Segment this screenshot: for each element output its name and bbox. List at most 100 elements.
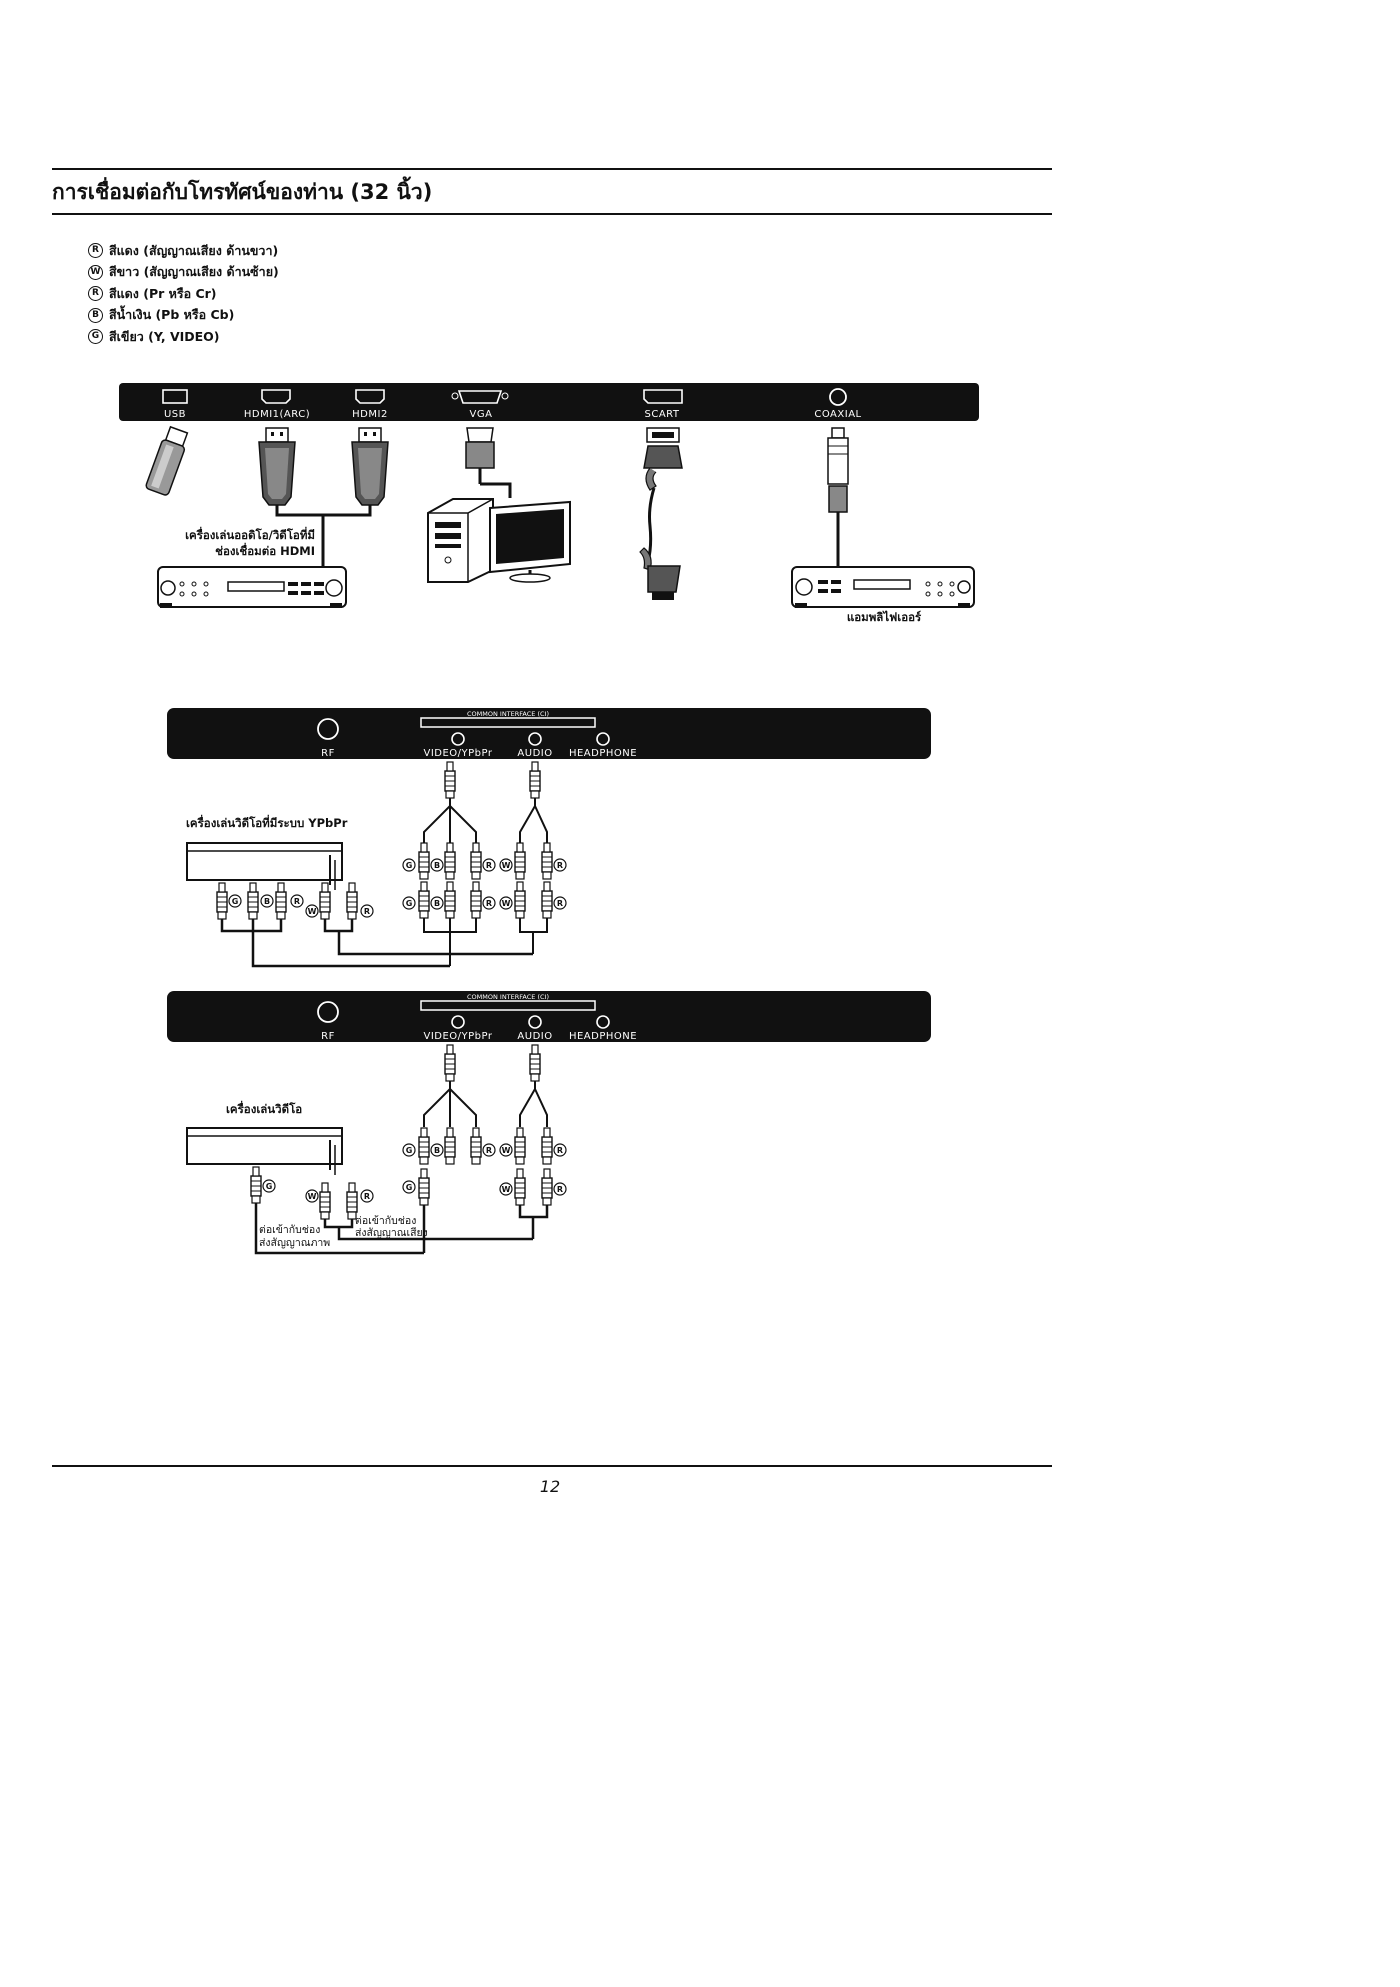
- hdmi-device-label-line1: เครื่องเล่นออดิโอ/วิดีโอที่มี: [185, 526, 315, 542]
- rf-label: RF: [321, 748, 335, 759]
- tag-g: G: [406, 1146, 413, 1155]
- tag-g: G: [232, 897, 239, 906]
- footer-rule: [52, 1465, 1052, 1467]
- headphone-port-icon: [596, 1015, 610, 1029]
- tag-w: W: [308, 907, 317, 916]
- connection-diagram: USB HDMI1(ARC) HDMI2 VGA SCART COAXIAL เ…: [52, 383, 1052, 1467]
- legend-text: สีน้ำเงิน (Pb หรือ Cb): [109, 307, 235, 323]
- audio-note-line2: ส่งสัญญาณเสียง: [355, 1226, 428, 1239]
- video-port-icon: [451, 1015, 465, 1029]
- amplifier-label: แอมพลิไฟเออร์: [847, 610, 922, 624]
- ypbpr-color-tags: G B R W R G B R W R G B R W R: [228, 858, 567, 918]
- tag-r: R: [557, 899, 563, 908]
- headphone-port-icon: [596, 732, 610, 746]
- tv-rear-panel-ypbpr: [167, 708, 931, 759]
- video-port-icon: [451, 732, 465, 746]
- rf-port-icon: [317, 718, 339, 740]
- legend-badge: B: [88, 307, 103, 323]
- tag-b: B: [264, 897, 270, 906]
- tag-r: R: [364, 907, 370, 916]
- headphone-label: HEADPHONE: [569, 748, 637, 759]
- rf-label: RF: [321, 1031, 335, 1042]
- coaxial-cable-icon: [827, 427, 849, 568]
- composite-color-tags: G B R W R G W R G W R: [262, 1143, 567, 1203]
- tag-g: G: [266, 1182, 273, 1191]
- vga-cable-icon: [465, 427, 512, 498]
- port-label-coaxial: COAXIAL: [814, 409, 861, 420]
- hdmi-cable-icon: [258, 427, 389, 568]
- port-label-usb: USB: [164, 409, 186, 420]
- port-label-hdmi2: HDMI2: [352, 409, 388, 420]
- color-legend: R สีแดง (สัญญาณเสียง ด้านขวา) W สีขาว (สัญ…: [88, 240, 279, 348]
- video-label: VIDEO/YPbPr: [423, 748, 492, 759]
- scart-port-icon: [643, 389, 683, 404]
- ci-label: COMMON INTERFACE (CI): [467, 993, 549, 1001]
- tag-r: R: [486, 1146, 492, 1155]
- ypbpr-player-icon: [186, 842, 343, 890]
- tag-g: G: [406, 861, 413, 870]
- hdmi1-port-icon: [261, 389, 291, 404]
- amplifier-icon: [791, 566, 975, 608]
- tag-w: W: [502, 861, 511, 870]
- video-player-label: เครื่องเล่นวิดีโอ: [226, 1100, 302, 1116]
- tag-b: B: [434, 1146, 440, 1155]
- legend-item: W สีขาว (สัญญาณเสียง ด้านซ้าย): [88, 262, 279, 284]
- tag-b: B: [434, 861, 440, 870]
- usb-stick-icon: [145, 425, 189, 496]
- tag-w: W: [502, 899, 511, 908]
- port-label-hdmi1: HDMI1(ARC): [244, 409, 310, 420]
- hdmi2-port-icon: [355, 389, 385, 404]
- tag-r: R: [294, 897, 300, 906]
- legend-item: B สีน้ำเงิน (Pb หรือ Cb): [88, 305, 279, 327]
- coaxial-port-icon: [829, 388, 847, 406]
- legend-text: สีเขียว (Y, VIDEO): [109, 328, 220, 344]
- page-title: การเชื่อมต่อกับโทรทัศน์ของท่าน (32 นิ้ว): [52, 180, 433, 204]
- tag-r: R: [557, 1146, 563, 1155]
- tv-rear-panel-video: [167, 991, 931, 1042]
- port-label-vga: VGA: [470, 409, 493, 420]
- legend-badge: G: [88, 329, 103, 345]
- video-player-icon: [186, 1127, 343, 1175]
- legend-badge: W: [88, 264, 103, 280]
- video-note-line1: ต่อเข้ากับช่อง: [259, 1224, 320, 1236]
- tag-g: G: [406, 899, 413, 908]
- ypbpr-cable-icon: [216, 761, 553, 968]
- ci-slot: [420, 1000, 596, 1011]
- port-label-scart: SCART: [645, 409, 680, 420]
- legend-badge: R: [88, 243, 103, 259]
- tag-w: W: [308, 1192, 317, 1201]
- ypbpr-player-label: เครื่องเล่นวิดีโอที่มีระบบ YPbPr: [186, 814, 348, 830]
- title-rule: [52, 213, 1052, 215]
- legend-text: สีแดง (สัญญาณเสียง ด้านขวา): [109, 242, 279, 258]
- tag-g: G: [406, 1183, 413, 1192]
- tag-w: W: [502, 1146, 511, 1155]
- legend-text: สีขาว (สัญญาณเสียง ด้านซ้าย): [109, 264, 279, 280]
- audio-port-icon: [528, 1015, 542, 1029]
- ci-label: COMMON INTERFACE (CI): [467, 710, 549, 718]
- hdmi-device-label-line2: ช่องเชื่อมต่อ HDMI: [215, 542, 315, 558]
- legend-item: R สีแดง (สัญญาณเสียง ด้านขวา): [88, 240, 279, 262]
- tag-b: B: [434, 899, 440, 908]
- headphone-label: HEADPHONE: [569, 1031, 637, 1042]
- video-note-line2: ส่งสัญญาณภาพ: [259, 1237, 330, 1249]
- tag-w: W: [502, 1185, 511, 1194]
- audio-label: AUDIO: [517, 748, 552, 759]
- audio-label: AUDIO: [517, 1031, 552, 1042]
- legend-item: G สีเขียว (Y, VIDEO): [88, 326, 279, 348]
- tag-r: R: [486, 899, 492, 908]
- computer-icon: [427, 498, 571, 583]
- ci-slot: [420, 717, 596, 728]
- tag-r: R: [486, 861, 492, 870]
- tv-side-panel: [119, 383, 979, 421]
- av-player-icon: [157, 566, 347, 608]
- tag-r: R: [557, 1185, 563, 1194]
- rf-port-icon: [317, 1001, 339, 1023]
- video-label: VIDEO/YPbPr: [423, 1031, 492, 1042]
- scart-cable-icon: [639, 427, 683, 600]
- vga-port-icon: [451, 390, 509, 404]
- page-number: 12: [539, 1477, 561, 1496]
- composite-cable-icon: [250, 1044, 553, 1255]
- audio-port-icon: [528, 732, 542, 746]
- legend-badge: R: [88, 286, 103, 302]
